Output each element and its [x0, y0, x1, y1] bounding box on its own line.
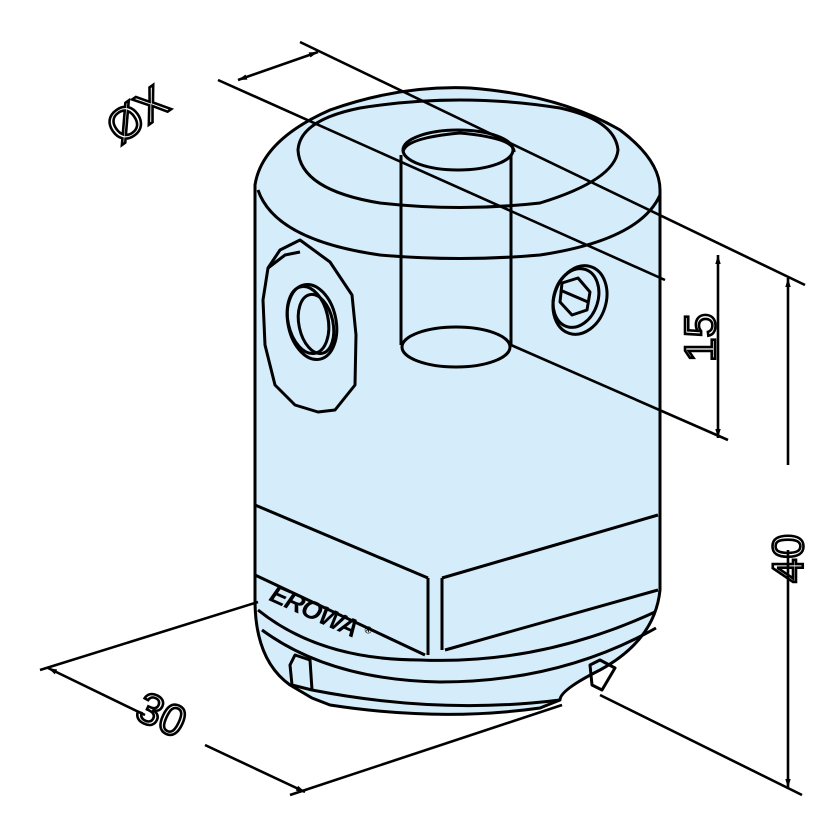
width-dimension-line-right [204, 743, 306, 794]
part-body [253, 86, 662, 716]
depth-label: 15 [676, 313, 725, 362]
diameter-extension-1 [217, 78, 666, 282]
svg-text:®: ® [362, 624, 374, 637]
top-face-front-edge [256, 189, 662, 260]
base-notch-right [588, 658, 617, 692]
left-port-boss [261, 238, 358, 414]
height-label: 40 [764, 534, 813, 583]
base-notch-left [288, 653, 314, 692]
part-edges [254, 98, 662, 708]
diameter-extension-2 [299, 40, 806, 287]
pin-bottom [400, 325, 512, 369]
flat-left-top [254, 503, 429, 580]
diameter-label: ØX [98, 77, 178, 154]
flat-right-bottom [444, 588, 659, 652]
width-label: 30 [129, 683, 194, 748]
diameter-dimension-line [237, 50, 319, 82]
dimension-lines [39, 40, 806, 797]
cylinder-silhouette [253, 86, 662, 716]
flat-left-bottom [254, 573, 426, 657]
flat-right-top [441, 513, 659, 580]
width-dimension-line-left [47, 666, 146, 717]
top-ring [296, 98, 620, 209]
hex-socket-icon [558, 276, 592, 317]
